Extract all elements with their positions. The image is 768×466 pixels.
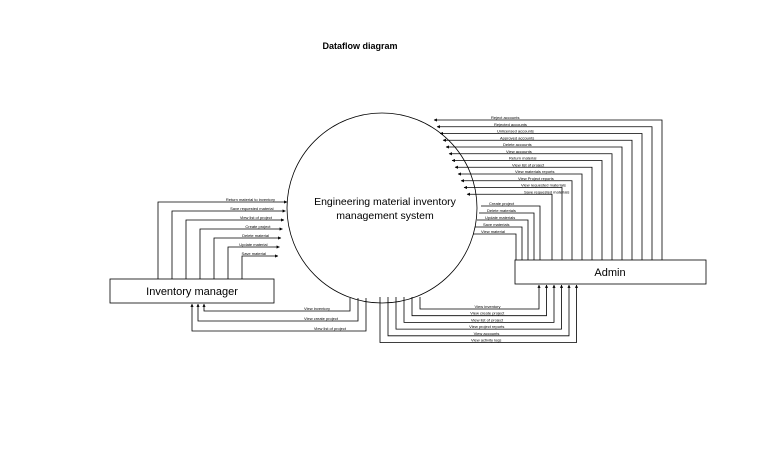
flow-im-top-label: Create project xyxy=(245,224,271,229)
flow-admin-in-line xyxy=(445,145,623,260)
flow-admin-bottom-label: View create project xyxy=(470,311,505,316)
flow-admin-bottom-label: View activity logs xyxy=(471,338,501,343)
admin-label: Admin xyxy=(594,267,625,279)
flow-im-top-line xyxy=(227,245,280,279)
flow-im-bottom-line xyxy=(202,298,351,312)
admin-entity xyxy=(514,259,707,285)
flow-admin-bottom-line xyxy=(403,284,556,323)
flow-admin-in-line xyxy=(436,125,653,260)
flow-admin-in-line xyxy=(433,118,663,260)
flow-admin-in-line xyxy=(457,172,583,260)
flow-admin-in-label: Save requested materials xyxy=(524,189,569,194)
flow-admin-in-label: View requested materials xyxy=(521,183,566,188)
flow-im-top-line xyxy=(199,227,283,279)
flow-im-top-label: Delete material xyxy=(242,233,269,238)
flow-admin-bottom-line xyxy=(395,284,564,330)
flow-admin-in-line xyxy=(439,131,643,260)
process-label-line2: management system xyxy=(336,210,434,222)
flow-admin-in-label: Unlicensed accounts xyxy=(497,129,534,134)
flow-admin-in-label: Reject accounts xyxy=(491,115,519,120)
flow-im-top-label: Save material xyxy=(242,251,267,256)
flow-admin-bottom-line xyxy=(379,284,579,343)
flow-admin-in-label: Return material xyxy=(509,156,536,161)
flow-admin-bottom-line xyxy=(387,284,571,337)
flow-im-bottom-line xyxy=(196,298,359,322)
flow-admin-in-label: Rejected accounts xyxy=(494,122,527,127)
inventory-manager-entity xyxy=(109,278,275,304)
flow-admin-in-line xyxy=(460,179,573,260)
flow-admin-out-line xyxy=(473,233,517,260)
flow-admin-in-label: View materials reports xyxy=(515,169,555,174)
flow-admin-out-label: Save materials xyxy=(483,222,509,227)
inventory-manager-label: Inventory manager xyxy=(146,286,238,298)
flow-admin-in-line xyxy=(454,165,593,260)
flow-im-bottom-label: View create project xyxy=(304,316,339,321)
flow-im-top-line xyxy=(241,254,279,279)
process-label-line1: Engineering material inventory xyxy=(314,196,457,208)
flow-admin-in-line xyxy=(448,152,613,260)
flow-admin-in-label: Delete accounts xyxy=(503,142,532,147)
flow-admin-in-line xyxy=(451,158,603,260)
flow-im-top-line xyxy=(213,236,282,279)
flow-admin-bottom-label: View inventory xyxy=(475,304,501,309)
flow-im-top-label: Update material xyxy=(239,242,267,247)
diagram-title: Dataflow diagram xyxy=(322,41,397,51)
flow-im-top-label: View list of project xyxy=(240,215,273,220)
flow-im-bottom-label: View inventory xyxy=(304,306,330,311)
flow-im-top-line xyxy=(185,218,285,279)
system-process-circle xyxy=(286,112,478,304)
flow-admin-in-label: View list of project xyxy=(512,162,545,167)
flow-admin-out-line xyxy=(477,219,529,260)
flow-admin-out-line xyxy=(481,205,541,260)
flow-im-top-line xyxy=(171,209,286,279)
flow-admin-in-label: View accounts xyxy=(506,149,532,154)
flow-admin-in-line xyxy=(463,185,563,260)
flow-admin-out-line xyxy=(479,212,535,260)
flow-im-top-label: Save requested material xyxy=(230,206,273,211)
flow-im-top-label: Return material to inventory xyxy=(226,197,275,202)
flow-admin-bottom-line xyxy=(411,284,549,317)
flow-im-bottom-line xyxy=(190,298,367,332)
flow-im-top-line xyxy=(157,200,288,279)
flow-admin-in-line xyxy=(442,138,633,260)
flow-admin-bottom-label: View list of project xyxy=(471,317,504,322)
flow-admin-in-label: Approved accounts xyxy=(500,135,534,140)
flow-admin-out-line xyxy=(475,226,523,260)
flow-admin-out-label: Delete materials xyxy=(487,208,516,213)
flow-admin-bottom-label: View accounts xyxy=(474,331,500,336)
flow-admin-out-label: Update materials xyxy=(485,215,515,220)
flow-admin-out-label: View material xyxy=(481,229,505,234)
flow-admin-out-label: Create project xyxy=(489,201,515,206)
flow-admin-in-line xyxy=(466,192,553,260)
flow-admin-bottom-label: View project reports xyxy=(469,324,504,329)
flow-admin-in-label: View Project reports xyxy=(518,176,554,181)
flow-im-bottom-label: View list of project xyxy=(314,326,347,331)
flow-admin-bottom-line xyxy=(419,284,541,310)
